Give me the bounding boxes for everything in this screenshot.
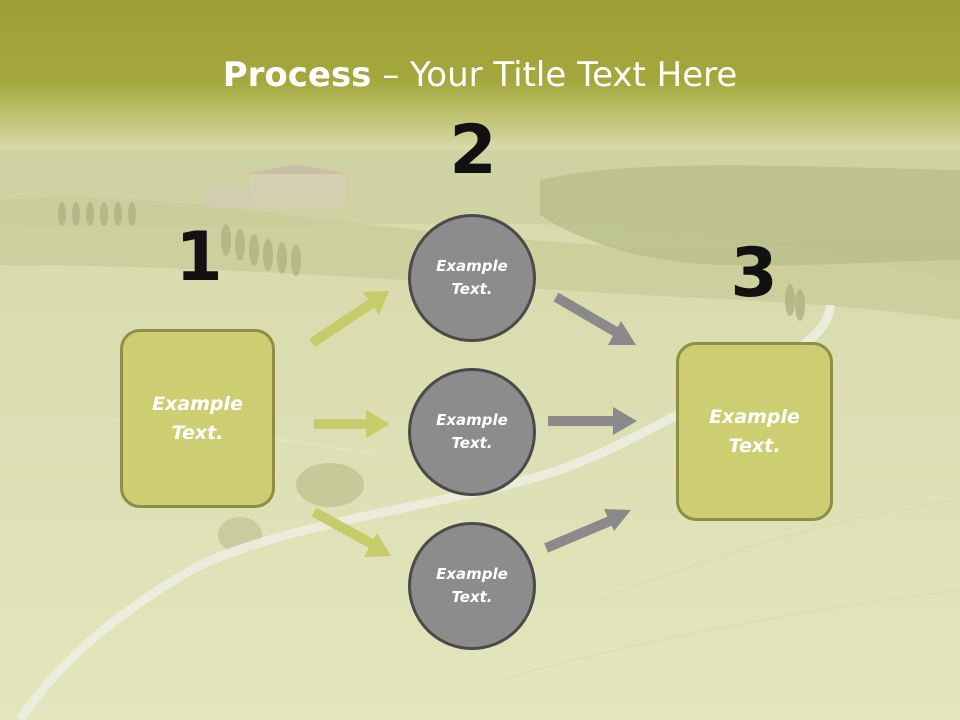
step-1-box: Example Text. bbox=[120, 329, 275, 508]
arrow-from-circle-middle bbox=[548, 407, 637, 435]
circle-middle: Example Text. bbox=[408, 368, 536, 496]
circle-bottom: Example Text. bbox=[408, 522, 536, 650]
slide-title: Process – Your Title Text Here bbox=[0, 52, 960, 98]
step-3-text: Example Text. bbox=[709, 405, 800, 457]
step-number-2: 2 bbox=[449, 111, 497, 190]
circle-middle-text: Example Text. bbox=[436, 411, 508, 452]
arrow-to-circle-top bbox=[309, 291, 389, 348]
circle-top: Example Text. bbox=[408, 214, 536, 342]
arrow-to-circle-bottom bbox=[311, 507, 391, 557]
arrow-from-circle-top bbox=[553, 292, 636, 345]
arrow-to-circle-middle bbox=[314, 410, 390, 438]
arrow-from-circle-bottom bbox=[544, 509, 631, 553]
step-number-3: 3 bbox=[730, 234, 778, 313]
title-rest: – Your Title Text Here bbox=[371, 55, 738, 95]
step-3-box: Example Text. bbox=[676, 342, 833, 521]
title-band bbox=[0, 0, 960, 148]
step-number-1: 1 bbox=[175, 218, 223, 297]
circle-top-text: Example Text. bbox=[436, 257, 508, 298]
title-bold: Process bbox=[222, 55, 372, 95]
step-1-text: Example Text. bbox=[152, 392, 243, 444]
circle-bottom-text: Example Text. bbox=[436, 565, 508, 606]
